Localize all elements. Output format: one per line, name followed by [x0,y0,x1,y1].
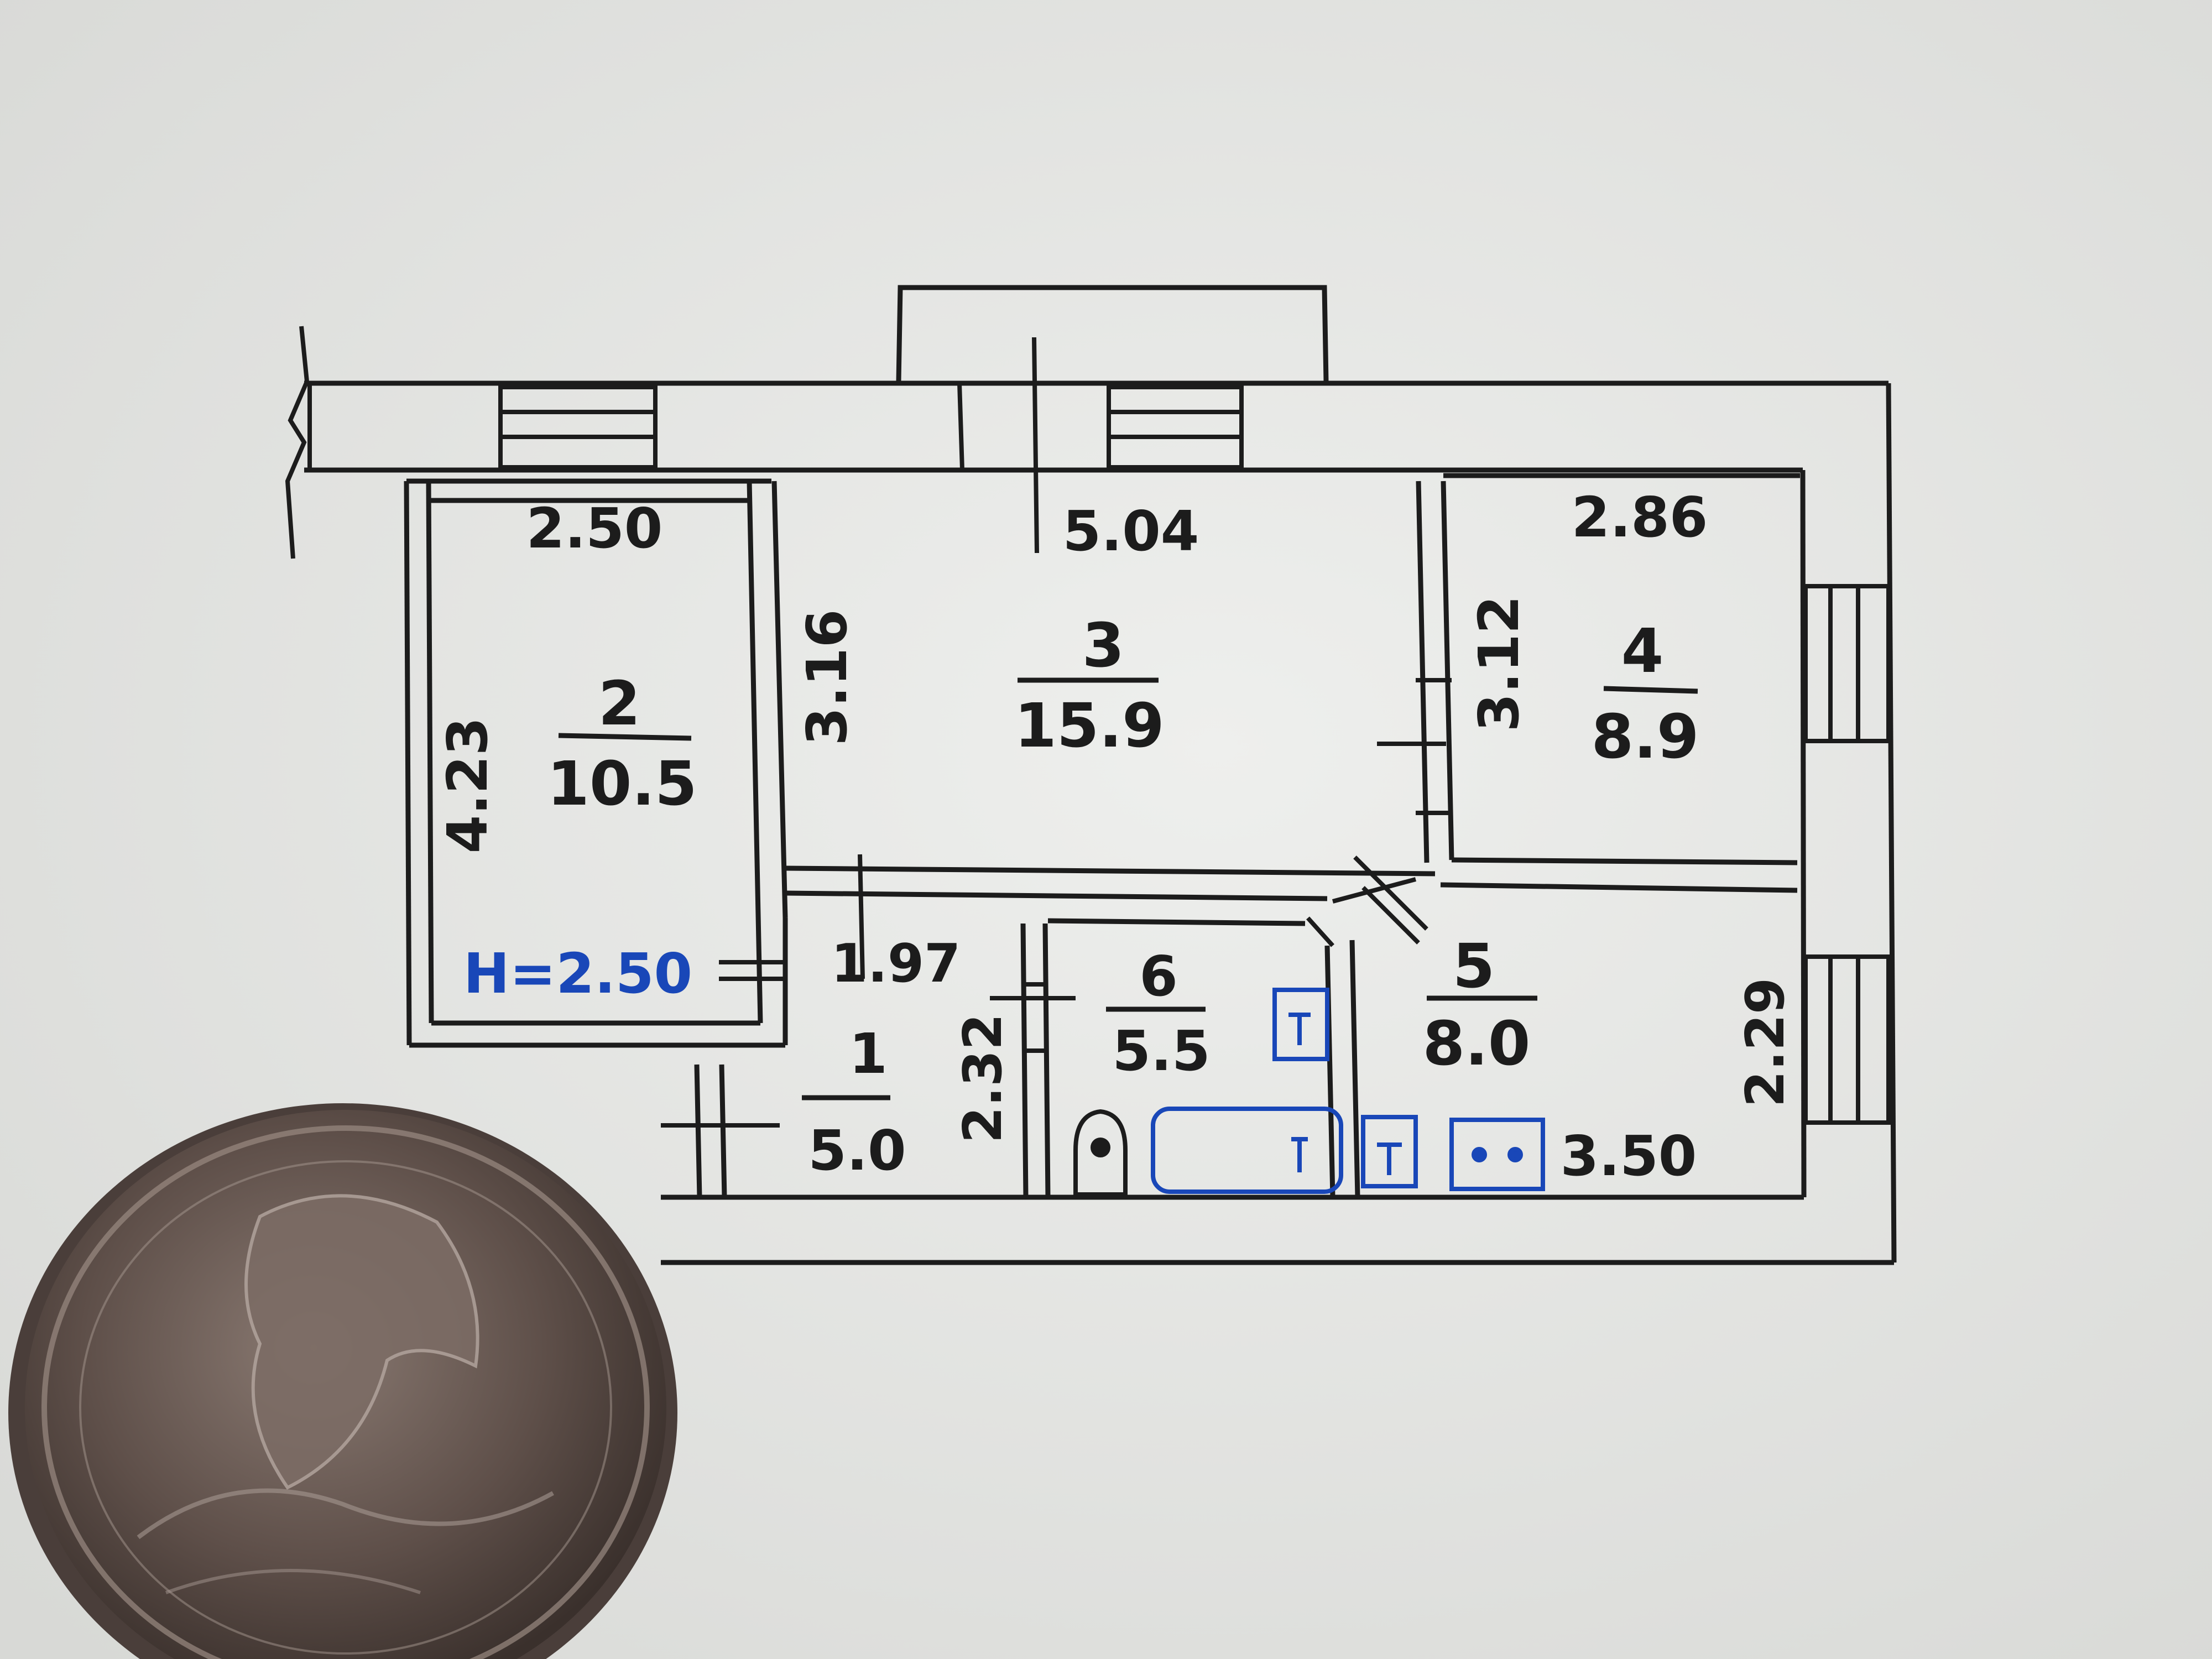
quarter-coin-icon [8,1103,677,1659]
ceiling-height-label: H=2.50 [463,941,692,1006]
dim-room3-depth: 3.16 [795,609,859,746]
room-number: 4 [1621,615,1664,686]
sink-icon [1272,988,1418,1188]
stove-icon [1449,1118,1545,1191]
dim-room4-width: 2.86 [1572,485,1708,550]
dim-room2-width: 2.50 [526,496,663,561]
room-number: 5 [1453,931,1495,1001]
dim-kitchen-depth: 2.29 [1735,978,1796,1107]
room-5-label: 5 8.0 [1423,931,1537,1079]
dimension-labels: 2.50 5.04 2.86 4.23 3.16 3.12 1.97 2.32 … [435,485,1796,1188]
bathtub-icon [1151,1107,1343,1194]
room-6-label: 6 5.5 [1106,944,1211,1083]
windows [498,337,1891,1125]
room-number: 3 [1082,610,1125,681]
toilet-icon [1073,1109,1128,1197]
room-number: 1 [849,1021,888,1086]
room-area: 8.9 [1592,701,1699,772]
dim-bath-depth: 2.32 [953,1014,1014,1143]
dim-hall-width: 1.97 [831,933,961,994]
room-area: 5.5 [1112,1019,1210,1083]
room-1-label: 1 5.0 [802,1021,906,1183]
room-4-label: 4 8.9 [1592,615,1699,772]
room-2-label: 2 10.5 [547,668,697,819]
dim-room4-depth: 3.12 [1467,596,1531,732]
wall-break [285,326,312,559]
room-number: 2 [598,668,641,739]
room-area: 10.5 [547,748,697,819]
room-3-label: 3 15.9 [1014,610,1164,761]
dim-room2-length: 4.23 [435,717,500,854]
dim-kitchen-width: 3.50 [1561,1124,1697,1188]
balcony [896,285,1329,382]
room-area: 5.0 [808,1118,906,1183]
doors [661,678,1452,1128]
room-number: 6 [1139,944,1178,1009]
dim-room3-width: 5.04 [1063,499,1199,564]
room-area: 8.0 [1423,1008,1531,1079]
room-area: 15.9 [1014,690,1164,761]
walls [304,380,1897,1265]
